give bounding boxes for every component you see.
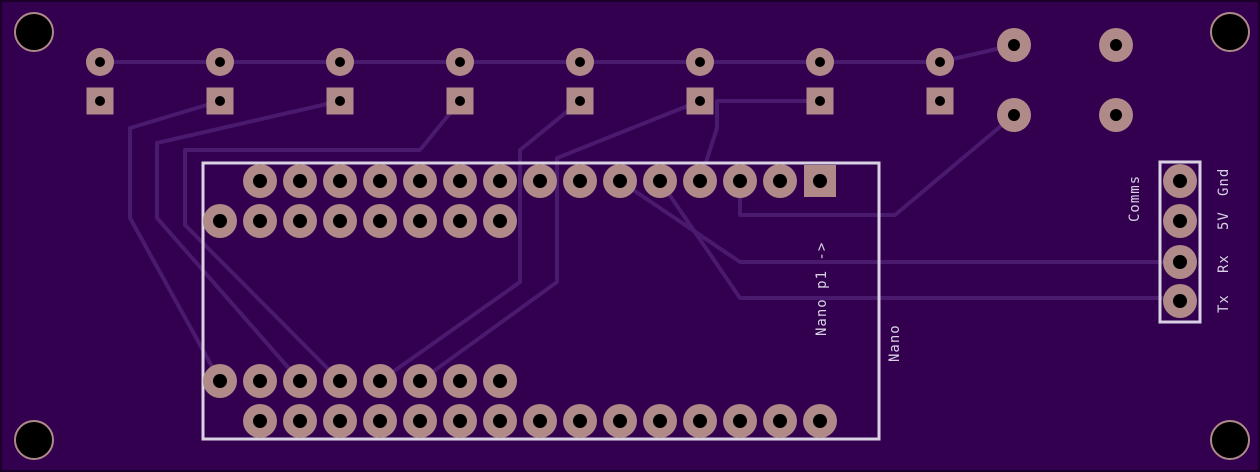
nano-pad-drill xyxy=(453,174,467,188)
nano-pad-drill xyxy=(373,414,387,428)
nano-pad-drill xyxy=(413,414,427,428)
nano-pad-drill xyxy=(293,174,307,188)
top-round-pad-drill xyxy=(935,57,945,67)
comms-header-outline xyxy=(1158,160,1202,324)
nano-pad-drill xyxy=(413,174,427,188)
switch-pad-drill xyxy=(1110,39,1122,51)
trace-8 xyxy=(618,179,1180,264)
switch-pad-drill xyxy=(1008,109,1020,121)
comms-label: Comms xyxy=(1127,175,1143,222)
trace-5 xyxy=(418,99,701,383)
trace-2 xyxy=(155,99,341,383)
nano-pad-drill xyxy=(213,214,227,228)
nano-pad-drill xyxy=(493,414,507,428)
nano-pad-drill xyxy=(453,374,467,388)
top-square-pad-drill xyxy=(455,96,465,106)
nano-pad-drill xyxy=(333,414,347,428)
nano-pad-drill xyxy=(613,414,627,428)
nano-pad-drill xyxy=(693,174,707,188)
mounting-hole-bottom-left xyxy=(14,420,54,460)
nano-pad-drill xyxy=(493,174,507,188)
5v-label: 5V xyxy=(1216,211,1232,230)
comms-pad-drill xyxy=(1173,174,1187,188)
nano-pad-drill xyxy=(253,414,267,428)
nano-pad-drill xyxy=(573,414,587,428)
nano-pin1-label: Nano p1 -> xyxy=(814,242,830,336)
nano-pad-drill xyxy=(733,414,747,428)
nano-pad-drill xyxy=(613,174,627,188)
top-round-pad-drill xyxy=(575,57,585,67)
nano-pad-drill xyxy=(453,214,467,228)
top-square-pad-drill xyxy=(815,96,825,106)
tx-label: Tx xyxy=(1216,294,1232,313)
nano-pad-drill xyxy=(413,214,427,228)
nano-pad-drill xyxy=(373,374,387,388)
trace-4 xyxy=(378,99,582,383)
nano-pad-drill xyxy=(333,374,347,388)
trace-3 xyxy=(183,99,462,383)
trace-9 xyxy=(658,179,1180,300)
nano-pad-drill xyxy=(293,414,307,428)
top-square-pad-drill xyxy=(215,96,225,106)
nano-pad-drill xyxy=(573,174,587,188)
nano-pad-drill xyxy=(493,374,507,388)
nano-pad-drill xyxy=(293,214,307,228)
rx-label: Rx xyxy=(1216,254,1232,273)
nano-pad-drill xyxy=(773,414,787,428)
nano-pad-drill xyxy=(413,374,427,388)
mounting-hole-bottom-right xyxy=(1210,420,1250,460)
nano-pad-drill xyxy=(813,414,827,428)
nano-pad-drill xyxy=(333,214,347,228)
top-round-pad-drill xyxy=(215,57,225,67)
top-round-pad-drill xyxy=(335,57,345,67)
nano-pad-drill xyxy=(253,214,267,228)
nano-pad-drill xyxy=(213,374,227,388)
nano-pad-drill xyxy=(533,414,547,428)
nano-pad-drill xyxy=(453,414,467,428)
nano-pad-drill xyxy=(653,174,667,188)
top-square-pad-drill xyxy=(695,96,705,106)
nano-pad-drill xyxy=(493,214,507,228)
trace-6 xyxy=(698,99,820,182)
trace-1 xyxy=(128,99,222,382)
nano-pad-drill xyxy=(533,174,547,188)
traces xyxy=(100,43,1180,383)
nano-pad-drill xyxy=(733,174,747,188)
top-square-pad-drill xyxy=(575,96,585,106)
comms-pad-drill xyxy=(1173,255,1187,269)
top-square-pad-drill xyxy=(335,96,345,106)
switch-pad-drill xyxy=(1008,39,1020,51)
nano-pin1-pad-drill xyxy=(813,174,827,188)
comms-pad-drill xyxy=(1173,294,1187,308)
nano-pad-drill xyxy=(373,214,387,228)
comms-pad-drill xyxy=(1173,214,1187,228)
mounting-hole-top-right xyxy=(1210,12,1250,52)
mounting-hole-top-left xyxy=(14,12,54,52)
nano-pad-drill xyxy=(333,174,347,188)
nano-pad-drill xyxy=(253,374,267,388)
nano-pad-drill xyxy=(253,174,267,188)
gnd-label: Gnd xyxy=(1216,168,1232,196)
nano-pad-drill xyxy=(693,414,707,428)
nano-pad-drill xyxy=(293,374,307,388)
top-square-pad-drill xyxy=(935,96,945,106)
switch-pad-drill xyxy=(1110,109,1122,121)
top-square-pad-drill xyxy=(95,96,105,106)
mounting-holes xyxy=(14,12,1250,460)
top-round-pad-drill xyxy=(455,57,465,67)
pads xyxy=(86,28,1197,438)
nano-footprint-outline xyxy=(201,161,881,441)
top-round-pad-drill xyxy=(815,57,825,67)
nano-pad-drill xyxy=(653,414,667,428)
nano-pad-drill xyxy=(773,174,787,188)
nano-pad-drill xyxy=(373,174,387,188)
top-round-pad-drill xyxy=(95,57,105,67)
top-round-pad-drill xyxy=(695,57,705,67)
nano-label: Nano xyxy=(887,324,903,362)
